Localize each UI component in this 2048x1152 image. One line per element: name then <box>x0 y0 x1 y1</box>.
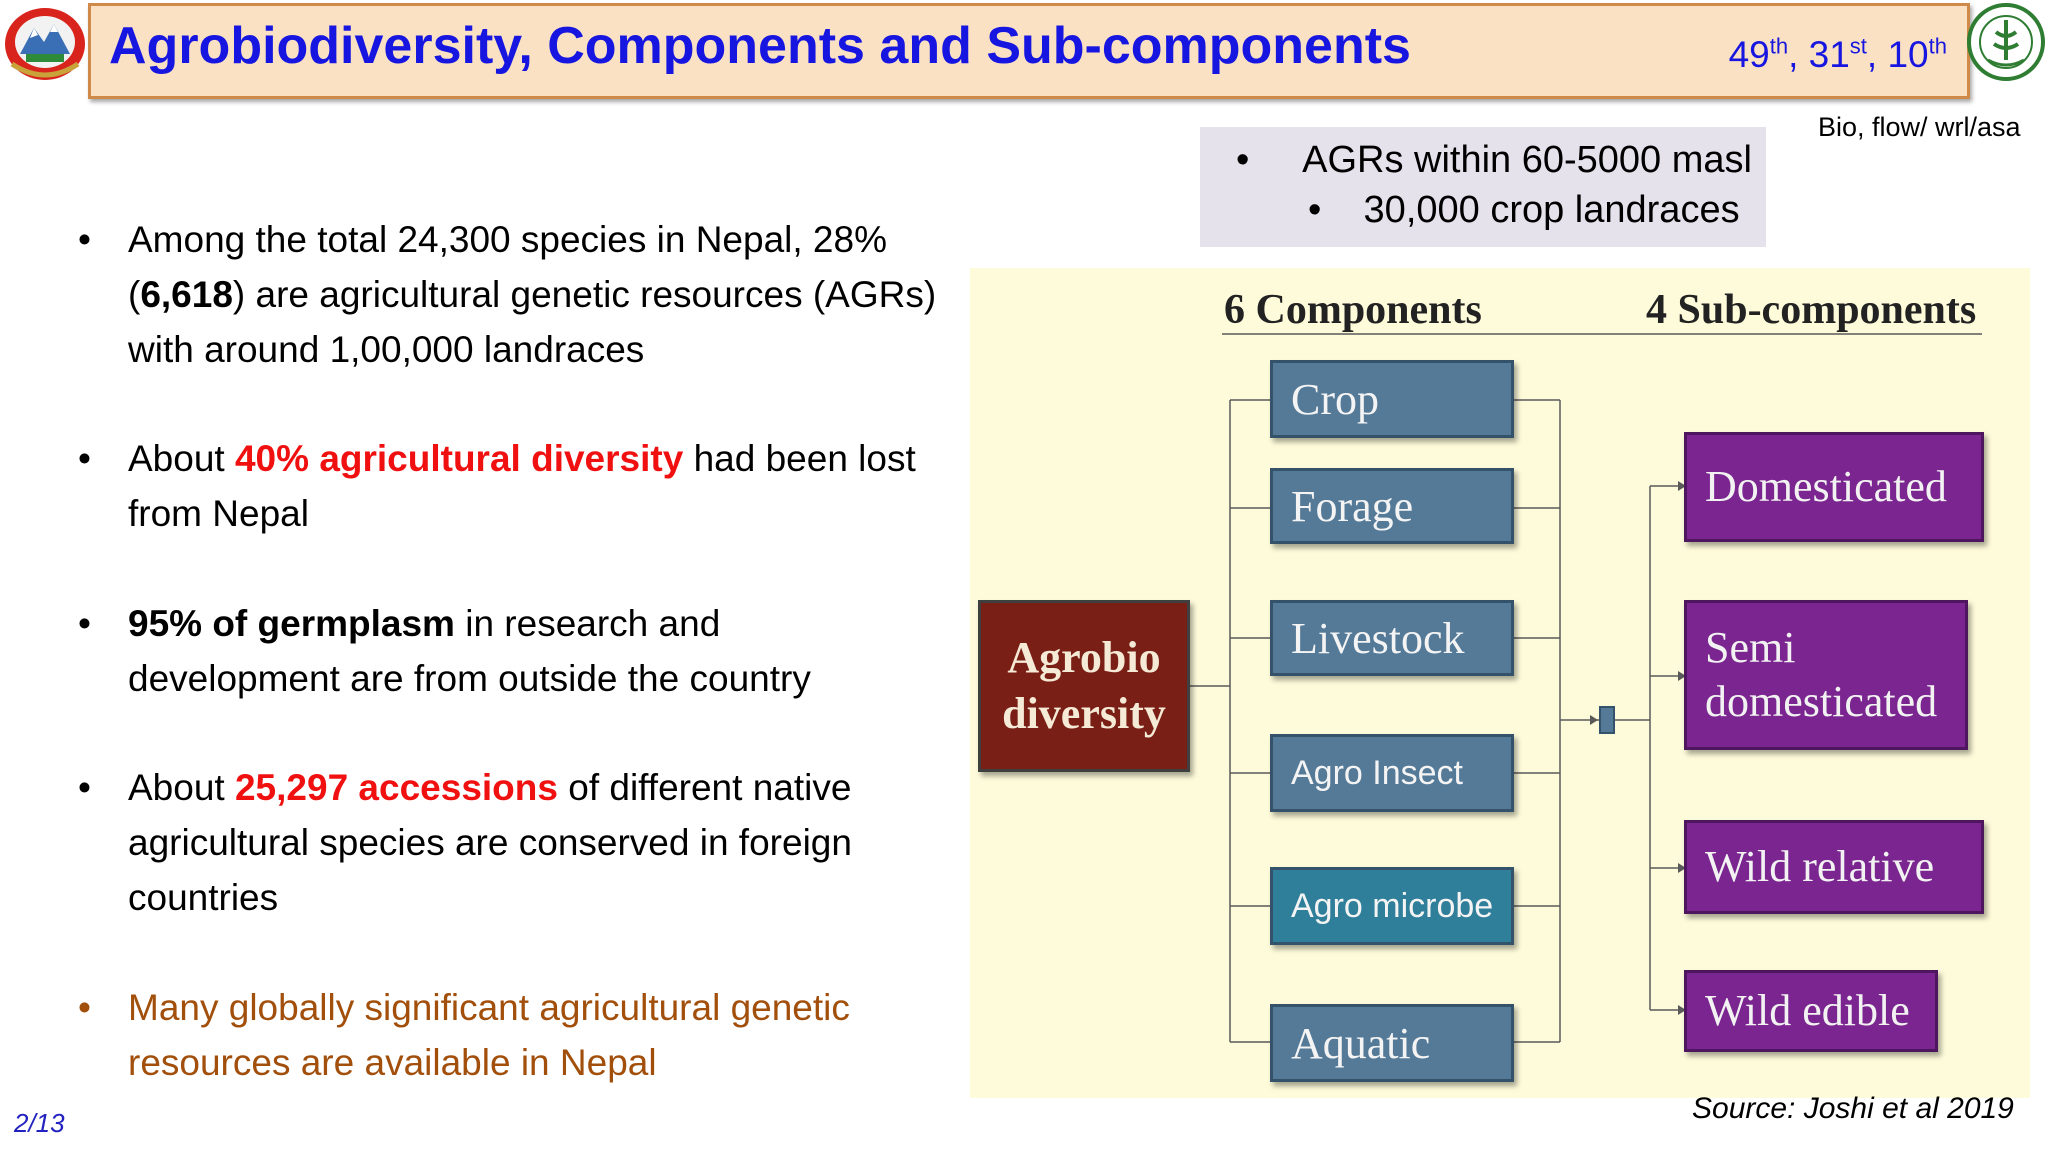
subcomponents-header: 4 Sub-components <box>1646 287 1977 333</box>
root-label-line: Agrobio <box>1007 633 1161 682</box>
bullet-text-part: About <box>128 767 235 808</box>
bullet-text-part: About <box>128 438 235 479</box>
info-box: • AGRs within 60-5000 masl • 30,000 crop… <box>1200 127 1766 247</box>
root-label: Agrobio diversity <box>1002 630 1166 742</box>
bullet-dot: • <box>78 438 91 479</box>
agrobiodiversity-diagram: 6 Components 4 Sub-components Agrobio div… <box>970 268 2030 1098</box>
bullet-text: Among the total 24,300 species in Nepal,… <box>128 212 1008 377</box>
government-emblem-logo <box>5 8 85 80</box>
subcomponent-wild-edible: Wild edible <box>1684 970 1938 1052</box>
bullet-dot: • <box>78 767 91 808</box>
component-crop: Crop <box>1270 360 1514 438</box>
bullet-text-bold: 6,618 <box>140 274 233 315</box>
ministry-emblem-logo <box>1967 3 2045 81</box>
bullet-dot: • <box>78 219 91 260</box>
bullet-text-highlight: 40% agricultural diversity <box>234 438 684 479</box>
title-dates: 49th, 31st, 10th <box>1729 34 1947 76</box>
diagram-junction-node <box>1599 706 1615 734</box>
subcomponent-semi-domesticated: Semi domesticated <box>1684 600 1968 750</box>
bullet-text-part: Among the total 24,300 species in Nepal,… <box>128 219 887 315</box>
component-agro-microbe: Agro microbe <box>1270 867 1514 945</box>
date-3: 10 <box>1887 34 1929 75</box>
bullet-text: 95% of germplasm in research and develop… <box>128 596 928 706</box>
bullet-text: About 40% agricultural diversity had bee… <box>128 431 958 541</box>
subcomponent-wild-relative: Wild relative <box>1684 820 1984 914</box>
bullet-text-part: of different native agricultural species… <box>128 767 852 918</box>
bullet-text-part: had been lost from Nepal <box>128 438 916 534</box>
root-label-line: diversity <box>1002 689 1166 738</box>
bullet-text-part: Many globally significant agricultural g… <box>128 987 850 1083</box>
component-aquatic: Aquatic <box>1270 1004 1514 1082</box>
date-2-suffix: st <box>1849 33 1867 59</box>
agrobiodiversity-root-box: Agrobio diversity <box>978 600 1190 772</box>
bullet-text-part: in research and development are from out… <box>128 603 811 699</box>
bullet-dot: • <box>78 603 91 644</box>
info-text: 30,000 crop landraces <box>1363 189 1740 231</box>
date-separator: , <box>1788 34 1809 75</box>
bullet-text-bold: 95% of germplasm <box>128 603 455 644</box>
page-number: 2/13 <box>14 1108 65 1138</box>
info-text: AGRs within 60-5000 masl <box>1302 139 1752 181</box>
bullet-text: Many globally significant agricultural g… <box>128 980 928 1090</box>
date-separator: , <box>1866 34 1888 75</box>
component-livestock: Livestock <box>1270 600 1514 676</box>
component-forage: Forage <box>1270 468 1514 544</box>
bullet-text-part: ) are agricultural genetic resources (AG… <box>128 274 937 370</box>
info-subline: • 30,000 crop landraces <box>1308 189 1740 231</box>
page-title: Agrobiodiversity, Components and Sub-com… <box>109 17 1411 75</box>
bullet-text-highlight: 25,297 accessions <box>234 767 558 808</box>
title-bar: Agrobiodiversity, Components and Sub-com… <box>88 3 1970 99</box>
bullet-text: About 25,297 accessions of different nat… <box>128 760 938 925</box>
component-agro-insect: Agro Insect <box>1270 734 1514 812</box>
bullet-dot: • <box>78 987 91 1028</box>
subcomponent-label-line: Semi <box>1705 623 1796 672</box>
subcomponent-domesticated: Domesticated <box>1684 432 1984 542</box>
date-1-suffix: th <box>1769 33 1789 59</box>
subcomponent-label-line: domesticated <box>1705 677 1938 726</box>
date-3-suffix: th <box>1928 33 1947 59</box>
info-line: • AGRs within 60-5000 masl <box>1236 139 1752 181</box>
components-header: 6 Components <box>1224 287 1482 333</box>
subcomponent-label: Semi domesticated <box>1705 621 1937 729</box>
reference-note: Bio, flow/ wrl/asa <box>1818 112 2021 142</box>
source-citation: Source: Joshi et al 2019 <box>1692 1092 2014 1125</box>
date-1: 49 <box>1728 34 1770 75</box>
date-2: 31 <box>1808 34 1850 75</box>
